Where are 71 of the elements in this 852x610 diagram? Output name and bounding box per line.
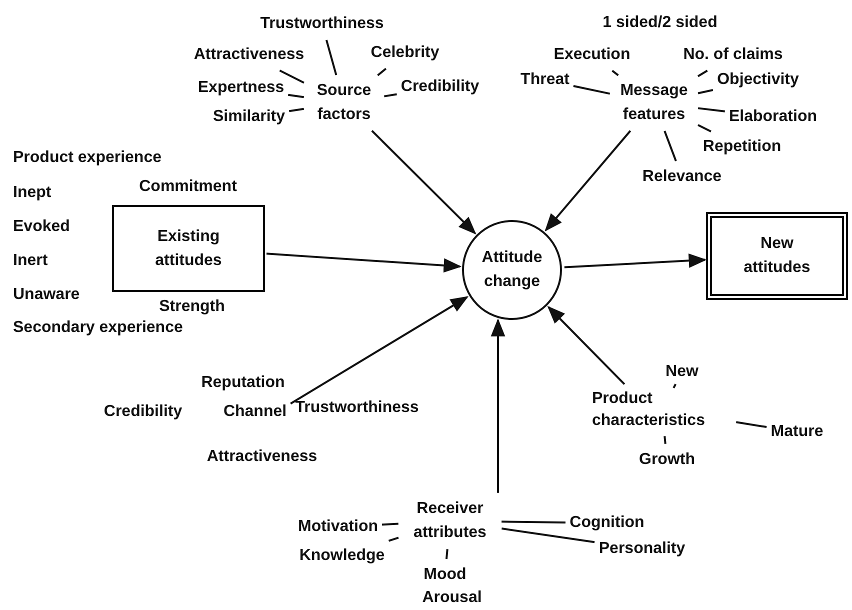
connector-line — [382, 522, 398, 526]
connector-line — [288, 94, 304, 98]
factor-label: Unaware — [13, 285, 80, 305]
factor-label: Inept — [13, 183, 52, 203]
factor-label: Mood — [424, 563, 466, 587]
factor-label: Product experience — [13, 148, 162, 168]
factor-label: Channel — [223, 400, 287, 424]
connector-line — [325, 40, 338, 76]
factor-heading: Product characteristics — [592, 388, 732, 432]
factor-label: Threat — [520, 68, 570, 92]
factor-label: Relevance — [642, 165, 722, 189]
attitude-box: Existing attitudes — [112, 205, 265, 292]
factor-label: Reputation — [201, 373, 285, 393]
factor-label: Objectivity — [717, 68, 799, 92]
factor-label: Motivation — [298, 515, 378, 539]
factor-label: Inert — [13, 251, 48, 271]
connector-line — [736, 421, 767, 428]
factor-label: Trustworthiness — [295, 398, 419, 418]
connector-line — [698, 107, 725, 112]
factor-label: Commitment — [139, 177, 237, 197]
arrow — [544, 130, 632, 232]
factor-label: Expertness — [198, 76, 284, 100]
factor-label: Execution — [554, 43, 630, 67]
factor-label: Evoked — [13, 217, 70, 237]
factor-label: Credibility — [104, 402, 182, 422]
connector-line — [502, 520, 566, 524]
factor-label: Mature — [770, 420, 824, 444]
factor-label: 1 sided/2 sided — [602, 13, 718, 33]
connector-line — [697, 70, 708, 78]
factor-label: Celebrity — [370, 41, 440, 65]
factor-label: Credibility — [400, 75, 480, 99]
factor-heading: Source factors — [308, 79, 380, 127]
arrow — [490, 318, 506, 493]
connector-line — [664, 130, 677, 162]
attitude-circle: Attitude change — [462, 220, 562, 320]
factor-label: Arousal — [422, 588, 482, 608]
connector-line — [612, 70, 619, 76]
factor-heading: Message features — [614, 79, 694, 127]
connector-line — [698, 89, 714, 94]
connector-line — [377, 68, 387, 76]
arrow — [547, 306, 626, 385]
factor-label: Similarity — [212, 105, 286, 129]
factor-label: Elaboration — [729, 105, 817, 129]
factor-label: Knowledge — [299, 544, 385, 568]
attitude-box: New attitudes — [706, 212, 848, 300]
arrow — [564, 253, 707, 268]
factor-label: Strength — [159, 297, 225, 317]
connector-line — [664, 436, 666, 444]
arrow — [290, 296, 469, 404]
arrow — [371, 130, 476, 234]
connector-line — [384, 93, 397, 98]
factor-label: Repetition — [702, 135, 782, 159]
factor-label: Cognition — [570, 511, 644, 535]
factor-label: Attractiveness — [194, 43, 304, 67]
factor-label: No. of claims — [683, 43, 783, 67]
connector-line — [672, 384, 677, 388]
connector-line — [279, 70, 304, 84]
factor-label: Secondary experience — [13, 318, 183, 338]
connector-line — [288, 108, 304, 112]
factor-label: Personality — [598, 537, 686, 561]
factor-label: New — [666, 360, 698, 384]
arrow — [266, 252, 462, 273]
factor-heading: Receiver attributes — [402, 497, 498, 545]
connector-line — [573, 85, 610, 95]
factor-label: Trustworthiness — [260, 12, 384, 36]
factor-label: Growth — [639, 448, 695, 472]
factor-label: Attractiveness — [206, 447, 318, 467]
connector-line — [502, 528, 595, 544]
connector-line — [445, 549, 448, 560]
connector-line — [388, 536, 399, 542]
connector-line — [698, 124, 712, 132]
